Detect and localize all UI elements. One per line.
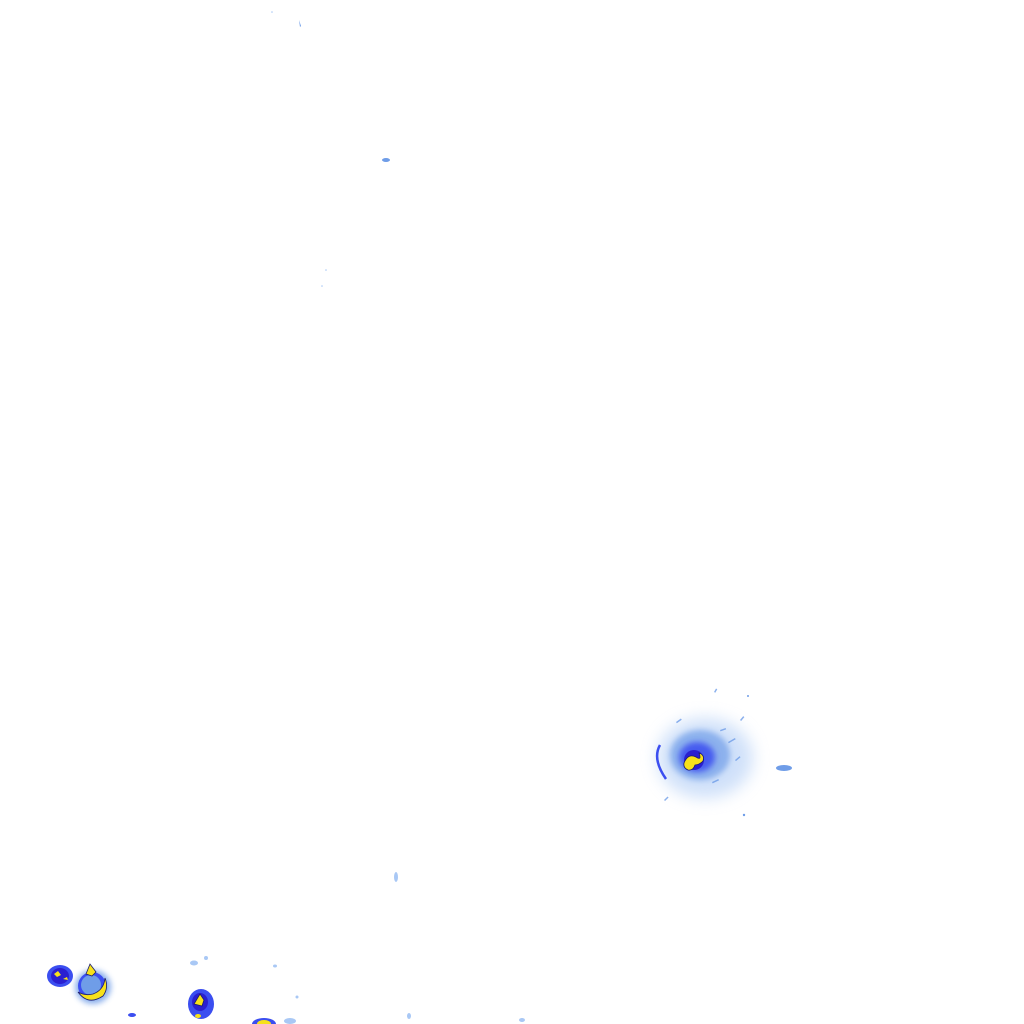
storm-cell-east [655, 688, 792, 817]
radar-speckle-middle [128, 872, 525, 1024]
storm-cell-southwest-a [47, 965, 73, 987]
storm-cell-south-edge [252, 1018, 276, 1024]
radar-speckle-top [271, 11, 390, 287]
storm-cell-southwest-c [188, 989, 214, 1019]
storm-cell-southwest-b [75, 963, 111, 1004]
